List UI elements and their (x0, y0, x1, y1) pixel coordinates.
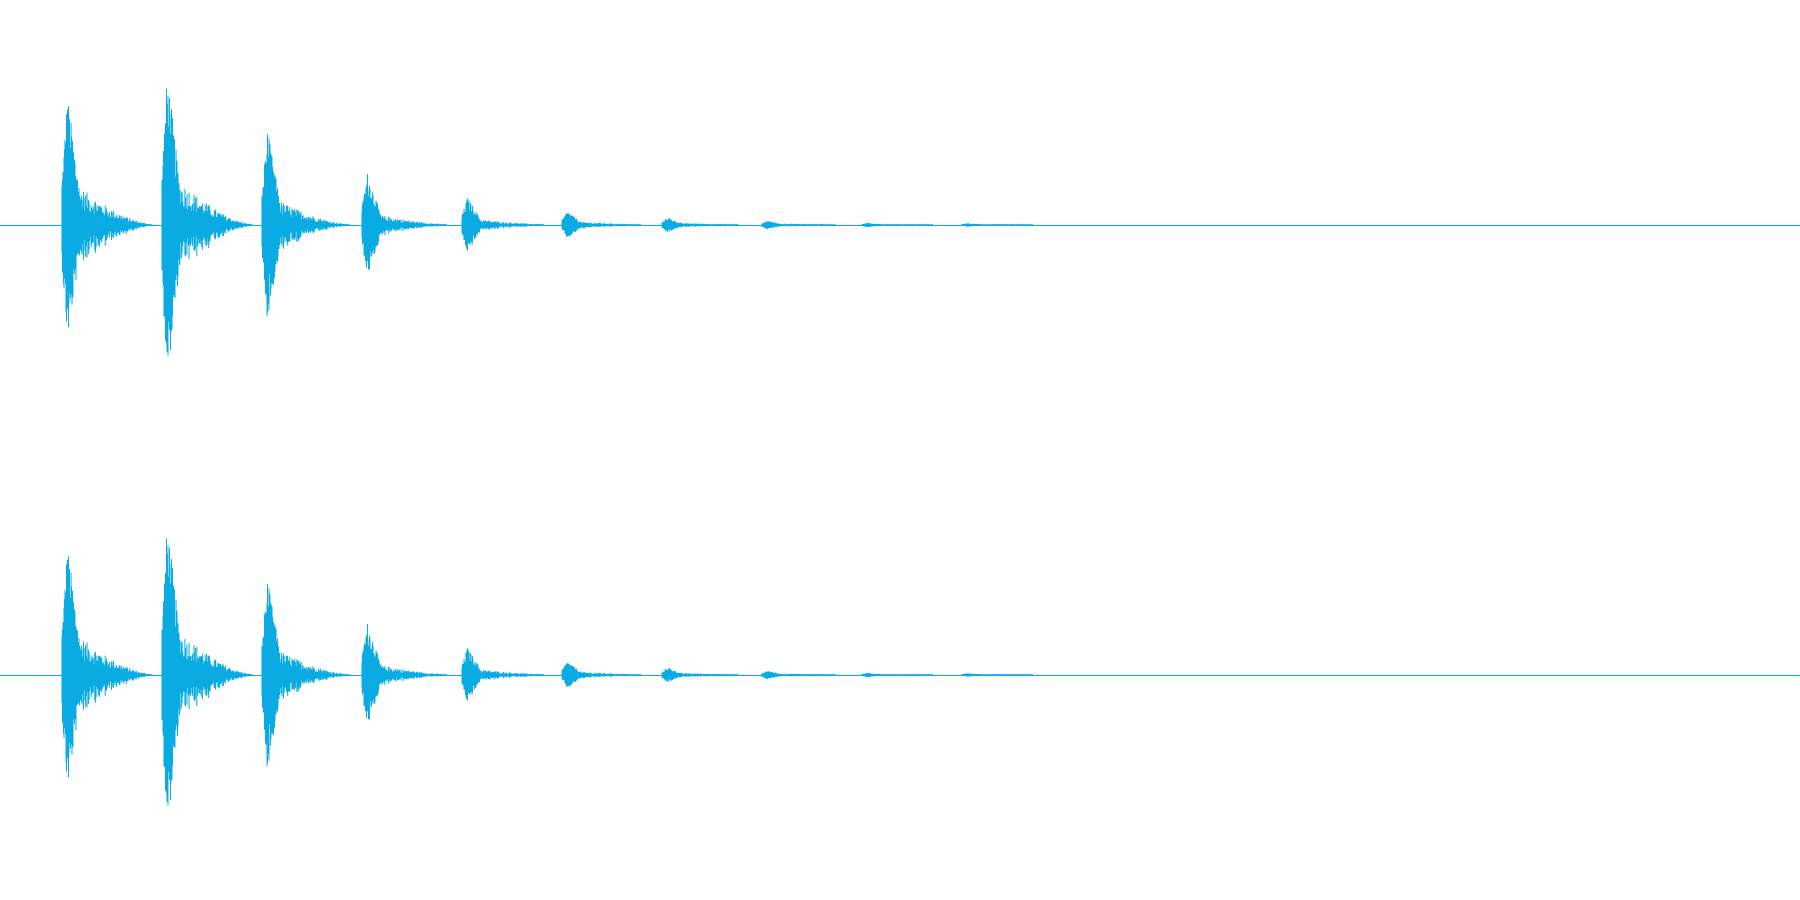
waveform-burst (61, 556, 153, 778)
waveform-burst (661, 668, 739, 682)
waveform-burst (261, 584, 350, 767)
waveform-burst (861, 672, 933, 677)
waveform-burst (461, 198, 545, 251)
waveform-burst (961, 223, 1033, 227)
waveform-burst (161, 88, 253, 356)
channel-left (0, 88, 1800, 356)
waveform-burst (961, 673, 1033, 677)
waveform-burst (561, 663, 642, 687)
waveform-burst (761, 221, 836, 230)
waveform-burst (261, 134, 350, 317)
waveform-burst (461, 648, 545, 701)
waveform-burst (561, 213, 642, 237)
waveform-burst (661, 218, 739, 232)
waveform-burst (161, 538, 253, 806)
waveform-burst (861, 222, 933, 227)
waveform-burst (761, 671, 836, 680)
waveform-burst (361, 624, 447, 720)
waveform-burst (61, 106, 153, 328)
waveform-burst (361, 174, 447, 270)
channel-right (0, 538, 1800, 806)
